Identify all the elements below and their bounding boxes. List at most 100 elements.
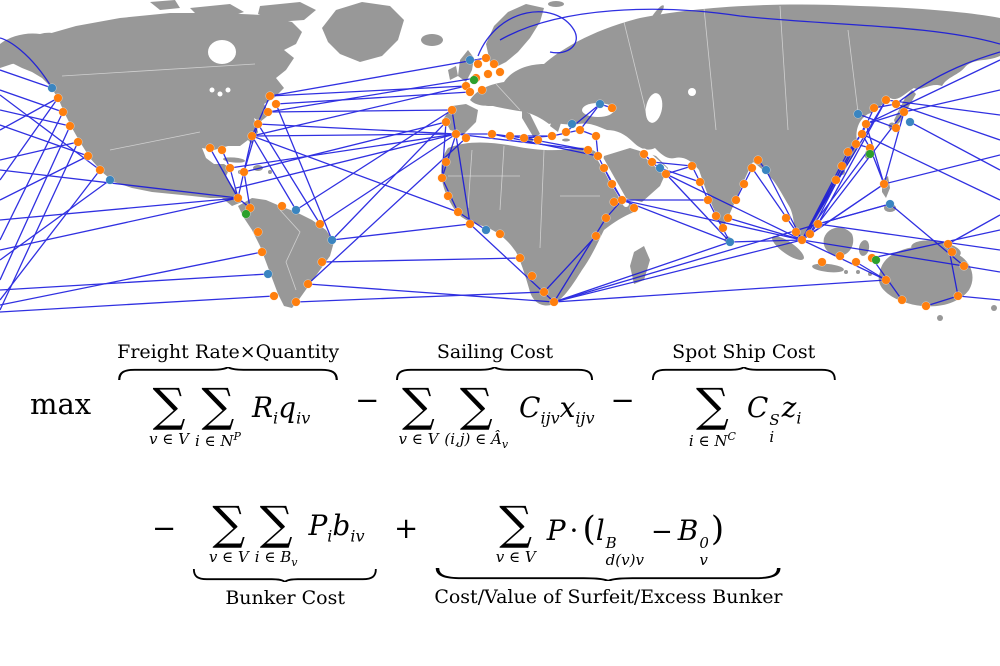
term-sailing-cost: Sailing Cost ∑ v ∈ V ∑ (i,j) ∈ Âv Cijvxi… [395, 341, 595, 451]
variable: P [546, 514, 566, 547]
land-new-zealand [991, 305, 997, 311]
subscript: iv [296, 408, 311, 428]
great-lake [225, 87, 231, 93]
sum-limits: v ∈ V [149, 430, 189, 448]
bunker-expression: ∑ v ∈ V ∑ i ∈ Bv Pibiv [206, 496, 365, 569]
land-africa [441, 142, 635, 306]
land-scandinavia [486, 4, 544, 66]
subscript: iv [350, 526, 365, 546]
sigma-icon: ∑ [201, 378, 235, 432]
freight-body: Riqiv [252, 391, 310, 428]
overbrace-label-sailing: Sailing Cost [436, 341, 554, 363]
subscript: ijv [575, 408, 595, 428]
sum-limits: i ∈ NC [689, 430, 736, 450]
sum-limits: (i,j) ∈ Âv [444, 430, 508, 451]
sum-limits: i ∈ NP [195, 430, 241, 450]
land-novaya-zemlya [648, 5, 664, 27]
overbrace [651, 367, 836, 380]
limit-superscript: C [727, 430, 736, 443]
minus-operator: − [152, 511, 177, 545]
plus-operator: + [394, 511, 419, 545]
underbrace-label-surfeit: Cost/Value of Surfeit/Excess Bunker [434, 586, 783, 608]
subscript: i [327, 526, 333, 546]
underbrace [436, 568, 781, 581]
land-sulawesi [858, 240, 870, 256]
land-borneo [823, 227, 854, 256]
variable: z [781, 391, 797, 424]
limit-base: i ∈ B [254, 548, 292, 566]
hudson-bay [208, 40, 236, 64]
land-sumatra [772, 236, 804, 260]
minus-operator: − [610, 383, 635, 417]
variable: l [595, 514, 605, 547]
land-arctic-island [150, 0, 180, 10]
land-puerto-rico [268, 170, 272, 174]
variable: C [519, 391, 541, 424]
sum-over-vessels: ∑ v ∈ V [398, 378, 438, 448]
left-paren: ( [582, 509, 596, 549]
variable: P [308, 509, 328, 542]
variable: R [251, 391, 274, 424]
dot-operator: · [569, 514, 579, 547]
sigma-icon: ∑ [402, 378, 435, 432]
overbrace [118, 367, 339, 380]
formula-line-1: max Freight Rate×Quantity ∑ v ∈ V ∑ i ∈ … [30, 341, 1000, 451]
minus-operator: − [650, 517, 673, 547]
superscript: 0 [699, 534, 709, 552]
subscript: d(v)v [605, 550, 644, 569]
land-greece [550, 116, 562, 132]
right-paren: ) [710, 509, 725, 549]
port-markers [47, 53, 969, 311]
land-sunda-island [856, 270, 860, 274]
sailing-expression: ∑ v ∈ V ∑ (i,j) ∈ Âv Cijvxijv [395, 378, 594, 451]
sigma-icon: ∑ [259, 496, 293, 550]
land-svalbard [548, 1, 564, 7]
limit-subscript: v [501, 438, 509, 451]
freight-expression: ∑ v ∈ V ∑ i ∈ NP Riqiv [146, 378, 310, 450]
limit-superscript: P [233, 430, 241, 443]
term-freight-revenue: Freight Rate×Quantity ∑ v ∈ V ∑ i ∈ NP R… [117, 341, 339, 450]
subscript: v [699, 550, 708, 569]
land-australia [878, 246, 973, 307]
world-map-panel [0, 0, 1000, 321]
country-borders [61, 5, 859, 291]
sum-limits: v ∈ V [208, 548, 249, 566]
overbrace [396, 367, 594, 380]
sum-over-vessels: ∑ v ∈ V [208, 500, 249, 566]
sum-over-bunker-ports: ∑ i ∈ Bv [255, 496, 298, 569]
subscript: i [769, 427, 775, 446]
sum-limits: i ∈ Bv [255, 548, 298, 569]
land-eurasia [470, 4, 1000, 241]
sigma-icon: ∑ [499, 496, 533, 550]
sailing-body: Cijvxijv [519, 391, 594, 428]
sigma-icon: ∑ [459, 378, 493, 432]
objective-function: max Freight Rate×Quantity ∑ v ∈ V ∑ i ∈ … [0, 321, 1000, 666]
sigma-icon: ∑ [695, 378, 729, 432]
land-tasmania [937, 315, 943, 321]
sum-limits: v ∈ V [495, 548, 536, 566]
variable: x [559, 391, 576, 424]
sum-over-vessels: ∑ v ∈ V [495, 496, 536, 566]
formula-line-2: − ∑ v ∈ V ∑ i ∈ Bv Pibiv Bunker Cost + ∑ [142, 496, 1000, 609]
underbrace-label-bunker: Bunker Cost [225, 587, 345, 609]
superscript: S [769, 411, 780, 429]
subscript: ijv [540, 408, 560, 428]
overbrace-label-freight: Freight Rate×Quantity [117, 341, 340, 363]
sum-over-vessels: ∑ v ∈ V [149, 378, 189, 448]
sigma-icon: ∑ [152, 378, 186, 432]
max-operator: max [30, 387, 92, 421]
land-arctic-island [190, 4, 244, 18]
land-ireland [448, 66, 458, 80]
term-bunker-cost: ∑ v ∈ V ∑ i ∈ Bv Pibiv Bunker Cost [192, 496, 378, 609]
subscript: i [796, 408, 802, 428]
land-arctic-island [258, 2, 316, 22]
aral-sea [688, 88, 696, 96]
